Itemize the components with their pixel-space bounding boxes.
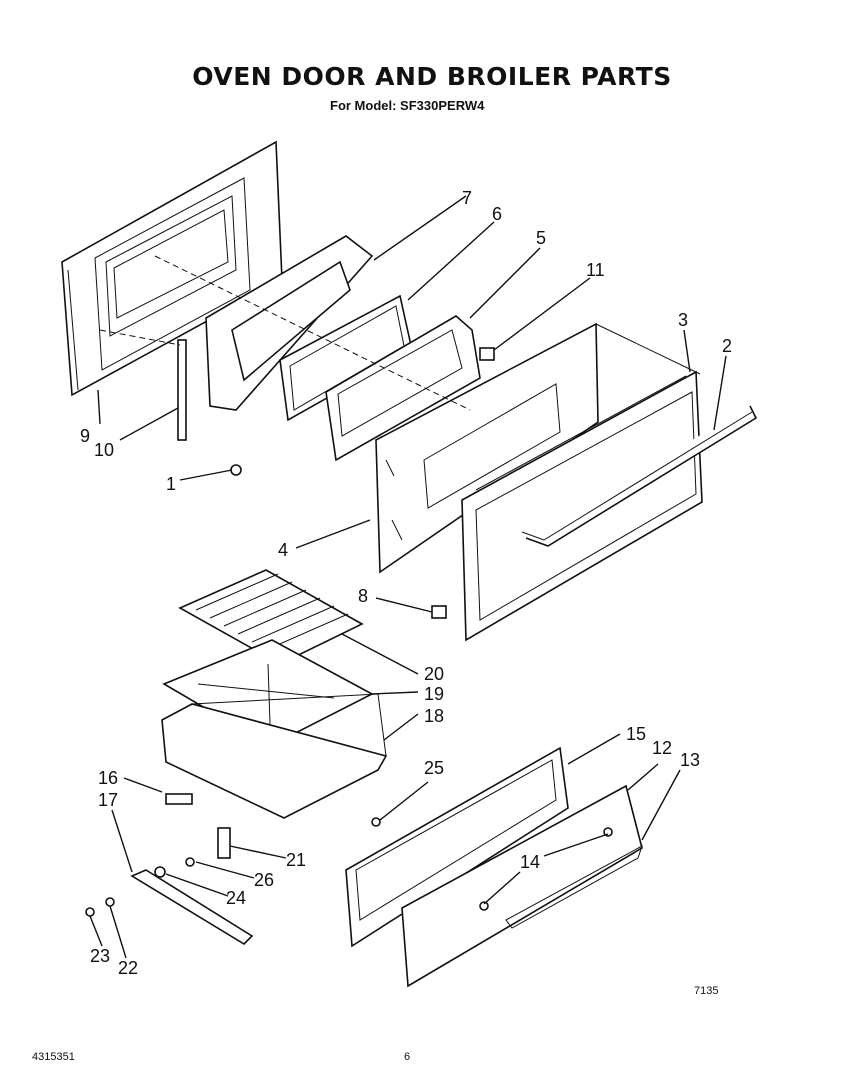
screw-25 — [371, 817, 381, 827]
callout-10: 10 — [94, 440, 114, 460]
broiler-slide — [217, 827, 231, 859]
washer-22 — [105, 897, 115, 907]
door-clip — [479, 347, 495, 361]
screw-1 — [230, 464, 242, 476]
callout-3: 3 — [678, 310, 688, 330]
callout-11: 11 — [586, 260, 605, 280]
callout-8: 8 — [358, 586, 368, 606]
callout-20: 20 — [424, 664, 444, 684]
callout-13: 13 — [680, 750, 700, 770]
callout-12: 12 — [652, 738, 672, 758]
page-title: OVEN DOOR AND BROILER PARTS — [192, 62, 672, 91]
figure-number: 7135 — [694, 985, 718, 997]
broiler-rail — [130, 869, 254, 946]
callout-2: 2 — [722, 336, 732, 356]
door-handle — [521, 405, 758, 547]
callout-17: 17 — [98, 790, 118, 810]
callout-15: 15 — [626, 724, 646, 744]
callout-14: 14 — [520, 852, 540, 872]
footer-part-number: 4315351 — [32, 1051, 75, 1063]
callout-1: 1 — [166, 474, 176, 494]
callout-5: 5 — [536, 228, 546, 248]
callout-25: 25 — [424, 758, 444, 778]
callout-18: 18 — [424, 706, 444, 726]
broiler-grid — [178, 569, 364, 665]
nut-24 — [154, 866, 166, 878]
nut-26 — [185, 857, 195, 867]
door-hinge-clip — [431, 605, 447, 619]
callout-4: 4 — [278, 540, 288, 560]
leader-lines — [89, 195, 727, 959]
glass-retainer-frame — [325, 315, 481, 462]
model-subtitle: For Model: SF330PERW4 — [330, 98, 485, 113]
footer-page-number: 6 — [404, 1051, 410, 1063]
callout-26: 26 — [254, 870, 274, 890]
door-insulation — [205, 235, 374, 411]
callout-19: 19 — [424, 684, 444, 704]
callout-24: 24 — [226, 888, 246, 908]
callout-22: 22 — [118, 958, 138, 978]
screw-23 — [85, 907, 95, 917]
door-hinge-strip — [177, 339, 187, 441]
callout-23: 23 — [90, 946, 110, 966]
callout-21: 21 — [286, 850, 306, 870]
drawer-screw-b — [479, 901, 489, 911]
callout-7: 7 — [462, 188, 472, 208]
broiler-bracket — [165, 793, 193, 805]
callout-16: 16 — [98, 768, 118, 788]
drawer-liner — [345, 746, 569, 948]
drawer-front — [401, 784, 643, 988]
outer-door-glass — [375, 322, 599, 574]
callout-6: 6 — [492, 204, 502, 224]
callout-9: 9 — [80, 426, 90, 446]
